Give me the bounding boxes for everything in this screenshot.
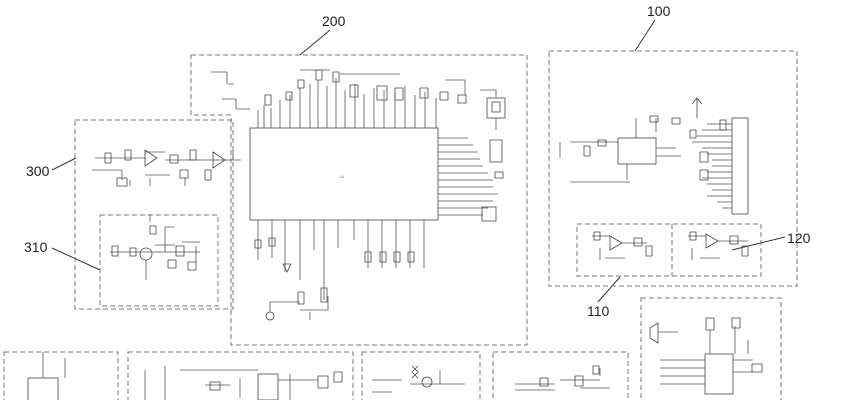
test-point <box>265 311 275 321</box>
leader-310 <box>51 247 101 271</box>
rf-chip <box>617 137 657 165</box>
label-120: 120 <box>787 230 811 246</box>
bottom-block-2-boundary <box>127 351 354 400</box>
connector <box>731 117 749 215</box>
leader-100 <box>634 19 656 52</box>
label-200: 200 <box>322 13 346 29</box>
antenna-icon <box>691 97 703 118</box>
block-310-circuit <box>110 214 200 280</box>
label-300: 300 <box>26 163 50 179</box>
svg-text:U1: U1 <box>340 175 345 179</box>
bottom-block-5-boundary <box>640 297 782 400</box>
block-100-boundary <box>548 50 798 287</box>
leader-120 <box>731 236 786 251</box>
block-300-boundary <box>74 119 234 310</box>
block-110-120-boundary <box>576 223 762 277</box>
bottom-blocks-circuit <box>27 317 763 400</box>
bottom-block-4-boundary <box>492 351 629 400</box>
op-amp <box>144 149 226 169</box>
leader-200 <box>299 29 331 56</box>
leader-300 <box>51 157 77 171</box>
block-200-boundary <box>190 54 528 346</box>
speaker-icon <box>649 322 659 344</box>
bottom-block-1-boundary <box>3 351 119 400</box>
mcu-chip <box>249 127 439 221</box>
label-100: 100 <box>647 3 671 19</box>
crystal <box>486 97 506 119</box>
block-300-circuit <box>92 149 241 187</box>
block-200-circuit: U1 <box>211 69 506 321</box>
block-310-boundary <box>99 214 219 307</box>
label-310: 310 <box>24 239 48 255</box>
transistor-x <box>411 365 419 379</box>
bottom-block-3-boundary <box>361 351 481 400</box>
transistor <box>139 247 153 261</box>
label-110: 110 <box>587 303 610 319</box>
block-100-circuit <box>559 97 749 215</box>
comparator <box>609 233 719 251</box>
leader-110 <box>597 276 621 303</box>
block-110-120-circuit <box>592 231 749 260</box>
